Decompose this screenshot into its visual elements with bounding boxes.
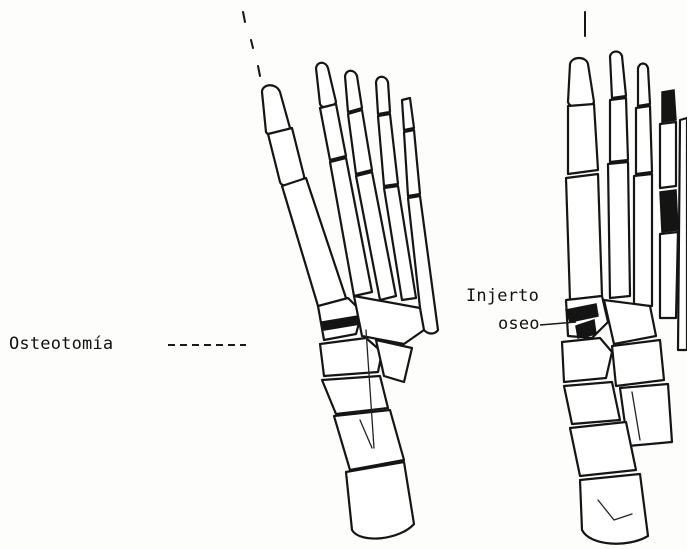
left-foot-skeleton [243, 12, 438, 539]
graft-label-line2: oseo [498, 314, 540, 334]
graft-label-line1: Injerto [466, 286, 539, 306]
right-foot-skeleton [562, 12, 687, 544]
osteotomy-label: Osteotomía [9, 334, 113, 354]
